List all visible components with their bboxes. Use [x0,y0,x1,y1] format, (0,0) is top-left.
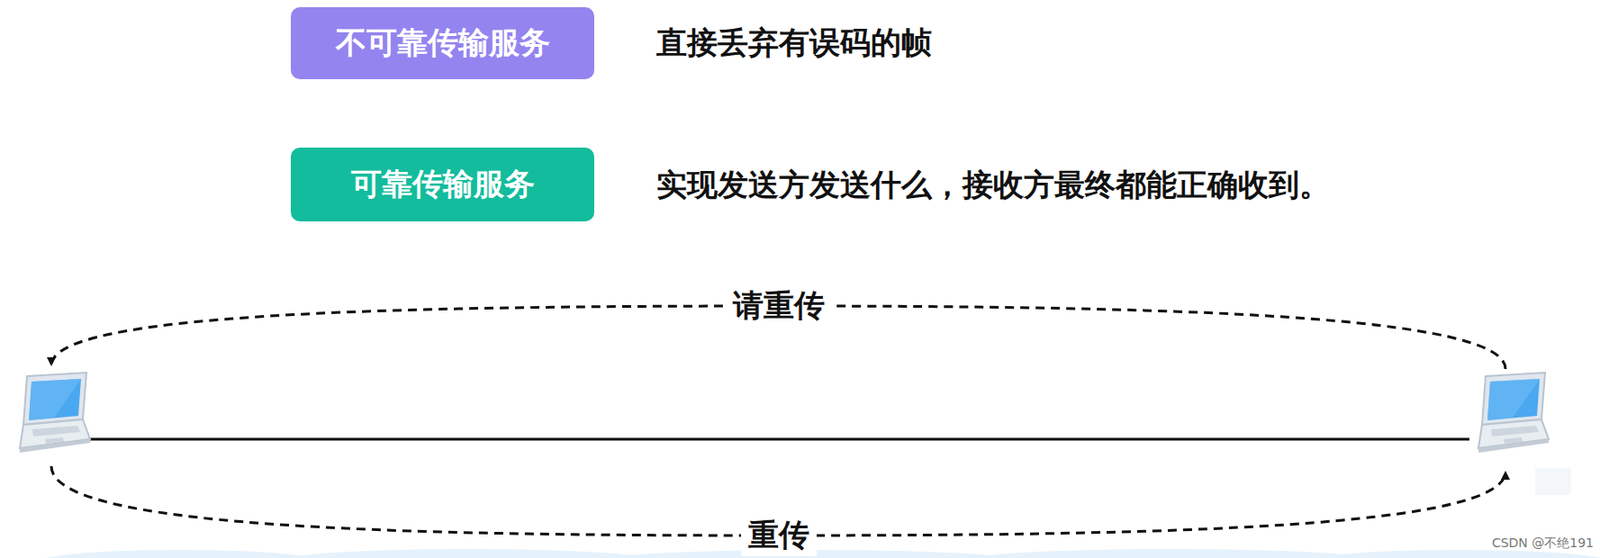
reliable-desc: 实现发送方发送什么，接收方最终都能正确收到。 [656,164,1330,207]
reliable-service-box: 可靠传输服务 [290,147,595,222]
box-title: 不可靠传输服务 [335,22,551,64]
arc-label: 重传 [741,515,817,557]
box-title: 可靠传输服务 [351,163,535,206]
link-line [86,438,1470,442]
unreliable-desc: 直接丢弃有误码的帧 [656,22,932,64]
laptop-left [19,372,91,453]
laptop-right [1478,372,1549,453]
arc-label: 请重传 [725,285,832,327]
unreliable-service-box: 不可靠传输服务 [290,7,595,80]
watermark: CSDN @不绝191 [1491,535,1594,552]
